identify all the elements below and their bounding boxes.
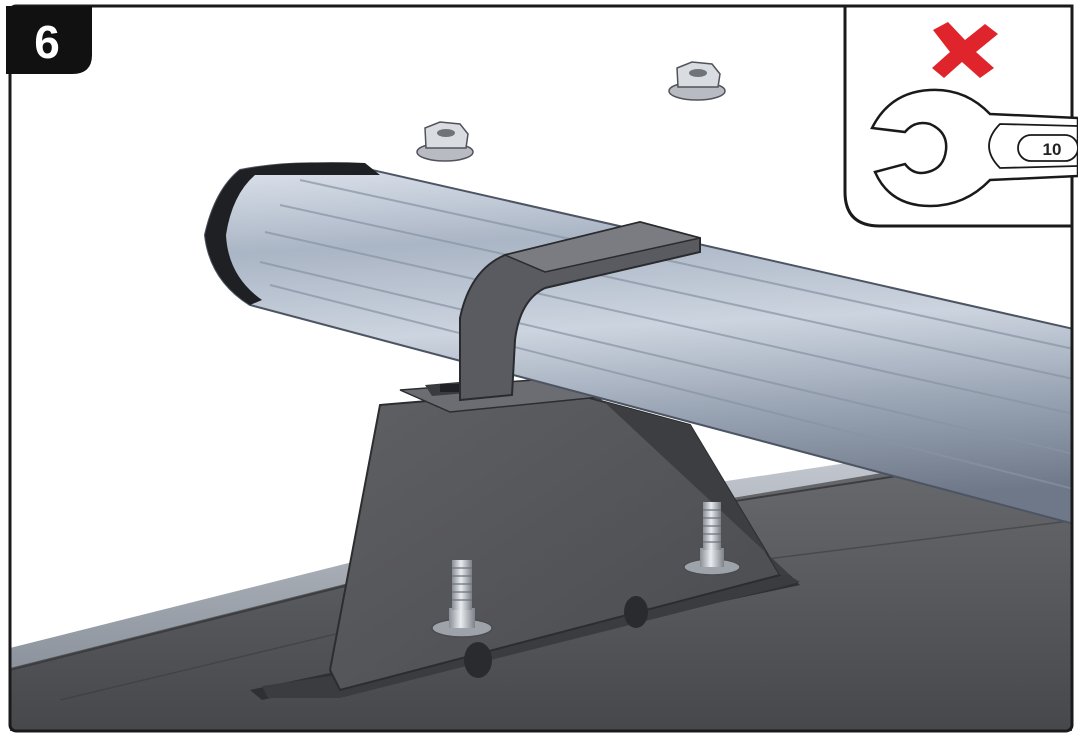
- flange-nut-right: [668, 61, 726, 101]
- flange-nut-left: [416, 121, 474, 162]
- tool-inset: 10: [843, 4, 1078, 228]
- clamp-bracket: [459, 220, 701, 402]
- roof-bar-grooves: [259, 179, 1072, 490]
- wrench-icon: 10: [870, 88, 1078, 208]
- rack-foot-side: [560, 390, 790, 575]
- plate-hole: [440, 384, 462, 392]
- bolt-left: [431, 560, 493, 638]
- bolt-right: [683, 502, 741, 576]
- wrench-size-label: 10: [1043, 140, 1062, 159]
- step-badge: 6: [6, 6, 92, 74]
- foot-hole-left: [464, 642, 492, 678]
- step-number: 6: [34, 16, 60, 68]
- foot-hole-right: [624, 596, 648, 628]
- frame-border: [8, 4, 1074, 733]
- cross-icon: [932, 22, 998, 78]
- clamp-bracket-top: [502, 221, 701, 273]
